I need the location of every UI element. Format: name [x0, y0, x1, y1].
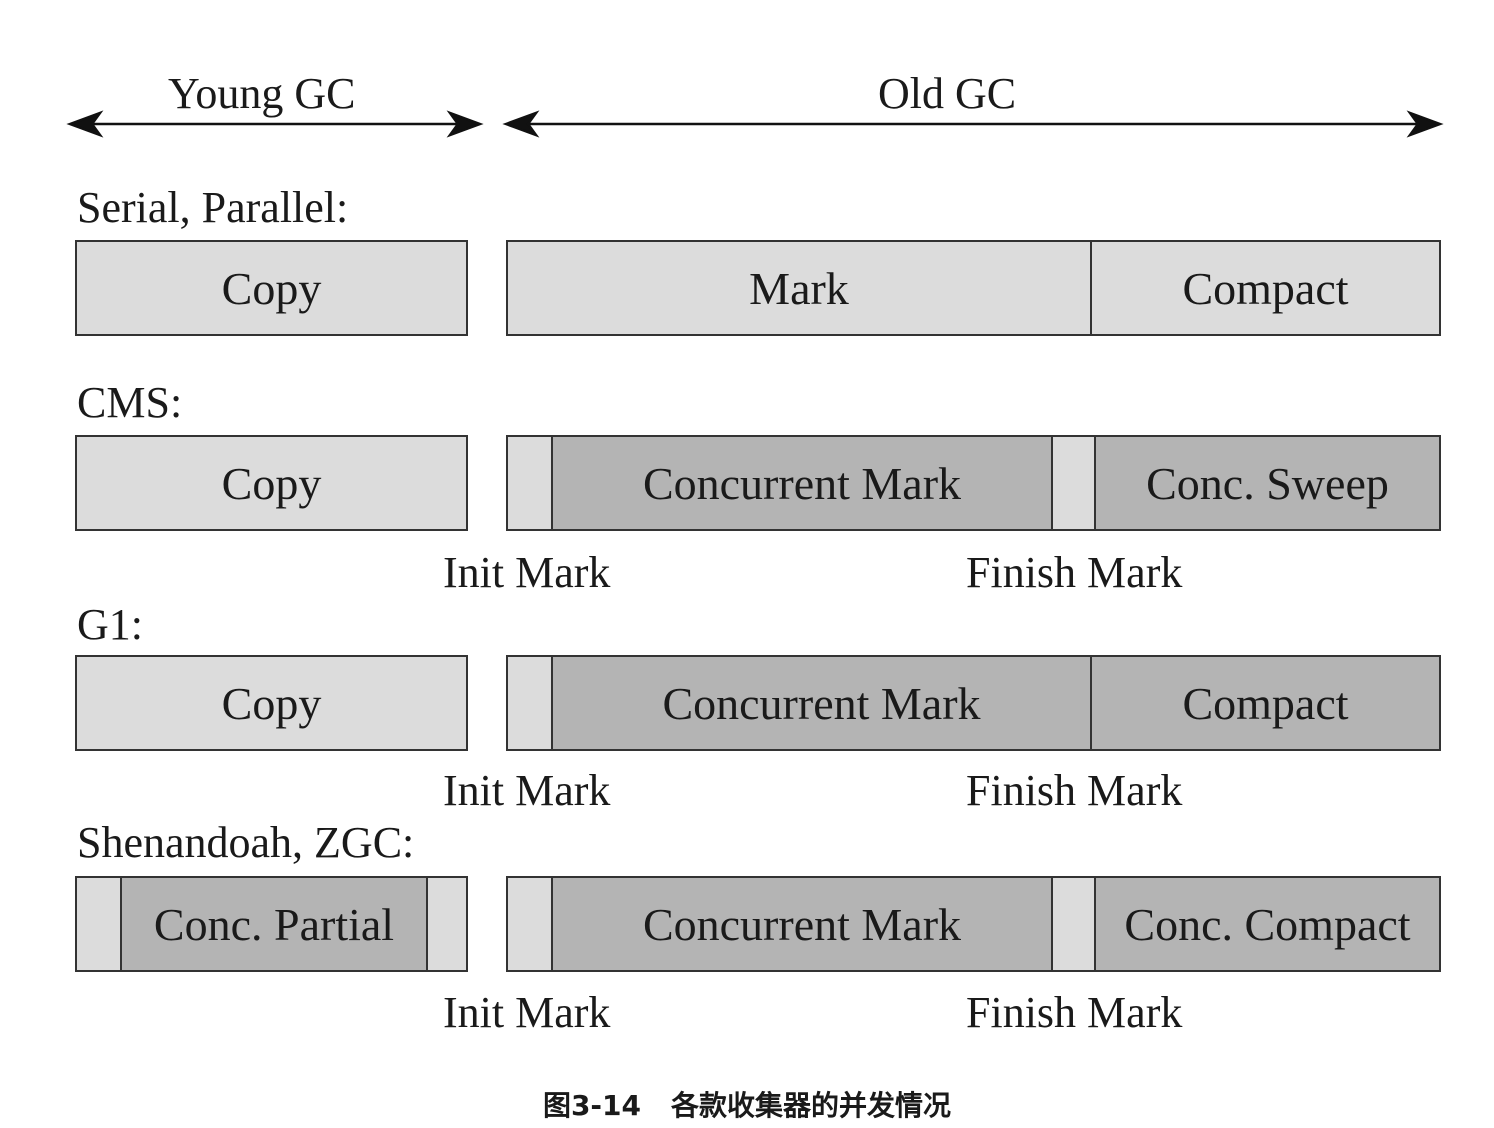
- cms-copy-phase: Copy: [77, 437, 466, 529]
- cms-init-mark-label: Init Mark: [443, 548, 611, 597]
- g1-concurrent-mark-phase: Concurrent Mark: [551, 657, 1090, 749]
- shenandoah-young-end-pause: [426, 878, 466, 970]
- shenandoah-init-mark-label: Init Mark: [443, 988, 611, 1037]
- g1-compact-phase: Compact: [1090, 657, 1439, 749]
- shenandoah-old-bar: Concurrent Mark Conc. Compact: [506, 876, 1441, 972]
- shenandoah-finish-mark-label: Finish Mark: [966, 988, 1183, 1037]
- serial-old-bar: Mark Compact: [506, 240, 1441, 336]
- g1-init-mark-label: Init Mark: [443, 766, 611, 815]
- g1-finish-mark-label: Finish Mark: [966, 766, 1183, 815]
- cms-finish-mark-pause: [1051, 437, 1094, 529]
- gc-phase-arrows: [66, 110, 1444, 138]
- figure-caption: 图3-14 各款收集器的并发情况: [0, 1084, 1494, 1124]
- cms-conc-sweep-phase: Conc. Sweep: [1094, 437, 1439, 529]
- young-gc-arrow: [66, 110, 484, 138]
- serial-mark-phase: Mark: [508, 242, 1090, 334]
- cms-finish-mark-label: Finish Mark: [966, 548, 1183, 597]
- serial-compact-phase: Compact: [1090, 242, 1439, 334]
- cms-init-mark-pause: [508, 437, 551, 529]
- g1-old-bar: Concurrent Mark Compact: [506, 655, 1441, 751]
- shenandoah-finish-mark-pause: [1051, 878, 1094, 970]
- g1-young-bar: Copy: [75, 655, 468, 751]
- g1-copy-phase: Copy: [77, 657, 466, 749]
- shenandoah-conc-partial-phase: Conc. Partial: [120, 878, 426, 970]
- shenandoah-zgc-label: Shenandoah, ZGC:: [77, 818, 415, 867]
- shenandoah-young-start-pause: [77, 878, 120, 970]
- serial-parallel-label: Serial, Parallel:: [77, 183, 349, 232]
- shenandoah-concurrent-mark-phase: Concurrent Mark: [551, 878, 1051, 970]
- cms-old-bar: Concurrent Mark Conc. Sweep: [506, 435, 1441, 531]
- shenandoah-init-mark-pause: [508, 878, 551, 970]
- young-gc-label: Young GC: [168, 69, 356, 118]
- old-gc-label: Old GC: [878, 69, 1017, 118]
- figure-caption-text: 各款收集器的并发情况: [671, 1089, 952, 1122]
- cms-young-bar: Copy: [75, 435, 468, 531]
- shenandoah-conc-compact-phase: Conc. Compact: [1094, 878, 1439, 970]
- g1-init-mark-pause: [508, 657, 551, 749]
- g1-label: G1:: [77, 600, 143, 649]
- cms-concurrent-mark-phase: Concurrent Mark: [551, 437, 1051, 529]
- serial-young-bar: Copy: [75, 240, 468, 336]
- figure-number: 图3-14: [542, 1089, 642, 1122]
- shenandoah-young-bar: Conc. Partial: [75, 876, 468, 972]
- serial-copy-phase: Copy: [77, 242, 466, 334]
- cms-label: CMS:: [77, 378, 183, 427]
- old-gc-arrow: [502, 110, 1444, 138]
